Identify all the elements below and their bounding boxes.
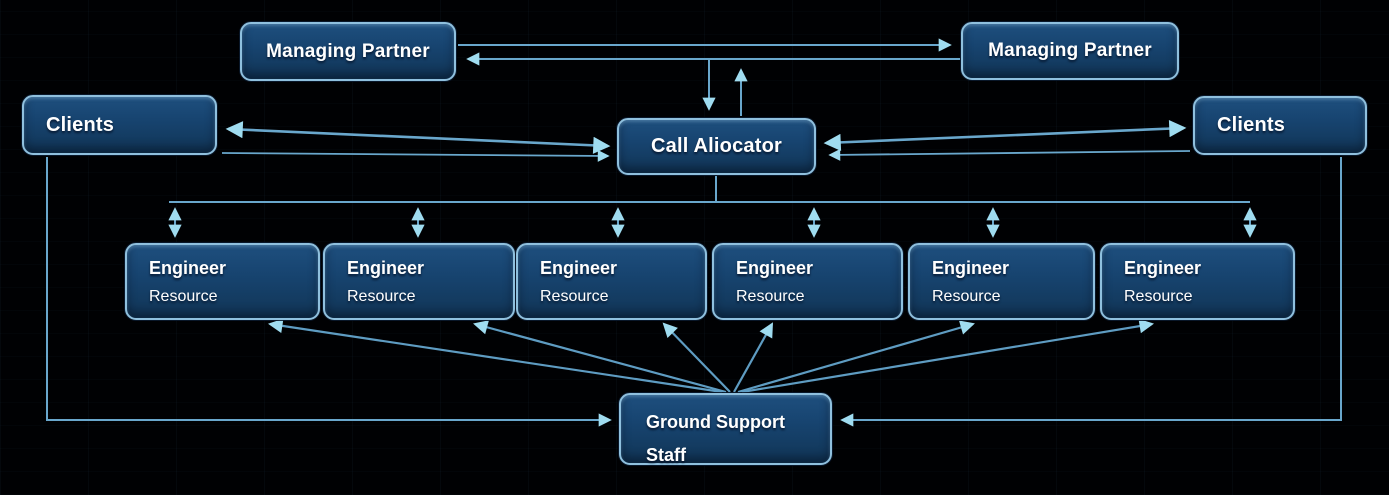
node-label: Clients — [46, 113, 115, 136]
mp-line-to-call-allocator-edges — [702, 60, 748, 116]
node-call-allocator: Call Aliocator — [617, 118, 816, 175]
node-engineer-resource-6: Engineer Resource — [1100, 243, 1295, 320]
call-allocator-engineer-bus — [169, 176, 1250, 203]
node-clients-right: Clients — [1193, 96, 1367, 155]
node-subtitle: Resource — [347, 287, 416, 305]
node-label: Clients — [1217, 114, 1286, 136]
clients-left-call-allocator-edges — [221, 121, 611, 162]
node-title: Engineer — [149, 257, 227, 278]
node-subtitle: Resource — [540, 287, 609, 305]
node-label-line1: Ground Support — [646, 412, 785, 432]
node-title: Engineer — [736, 257, 814, 278]
node-engineer-resource-3: Engineer Resource — [516, 243, 707, 320]
node-engineer-resource-1: Engineer Resource — [125, 243, 320, 320]
node-label: Managing Partner — [266, 40, 430, 62]
node-managing-partner-left: Managing Partner — [240, 22, 456, 81]
node-title: Engineer — [932, 257, 1010, 278]
node-title: Engineer — [540, 257, 618, 278]
node-engineer-resource-2: Engineer Resource — [323, 243, 515, 320]
node-title: Engineer — [347, 257, 425, 278]
node-engineer-resource-5: Engineer Resource — [908, 243, 1095, 320]
node-subtitle: Resource — [736, 287, 805, 305]
node-ground-support-staff: Ground Support Staff — [619, 393, 832, 465]
node-subtitle: Resource — [932, 287, 1001, 305]
node-label-line2: Staff — [646, 445, 686, 465]
mp-to-mp-edges — [458, 38, 960, 66]
node-managing-partner-right: Managing Partner — [961, 22, 1179, 80]
node-label: Managing Partner — [988, 40, 1152, 61]
clients-to-ground-support-edges — [46, 157, 1342, 427]
node-engineer-resource-4: Engineer Resource — [712, 243, 903, 320]
clients-right-call-allocator-edges — [823, 120, 1191, 161]
node-clients-left: Clients — [22, 95, 217, 155]
node-subtitle: Resource — [1124, 287, 1193, 305]
ground-support-to-engineer-edges — [267, 318, 1155, 394]
node-title: Engineer — [1124, 257, 1202, 278]
node-subtitle: Resource — [149, 287, 218, 305]
node-label: Call Aliocator — [651, 135, 782, 157]
engineer-bidirectional-arrows — [168, 207, 1257, 238]
